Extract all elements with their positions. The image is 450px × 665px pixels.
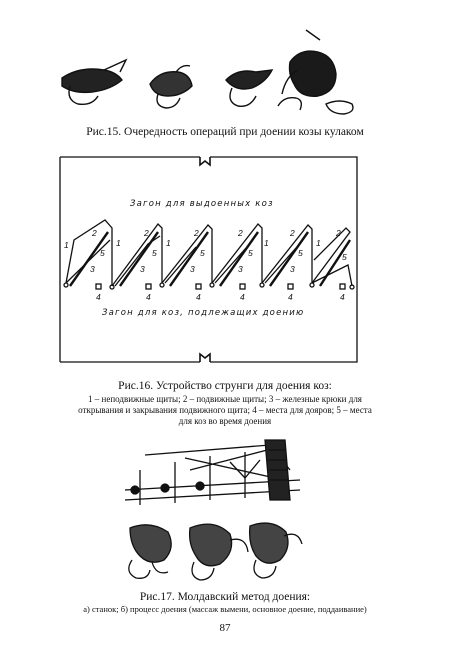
- figure16-legend-line: 1 – неподвижные щиты; 2 – подвижные щиты…: [88, 394, 362, 404]
- plan-number-3: 3: [290, 264, 295, 274]
- plan-number-5: 5: [200, 248, 205, 258]
- figure17-subtitle: а) станок; б) процесс доения (массаж вым…: [83, 604, 367, 614]
- plan-number-5: 5: [152, 248, 157, 258]
- plan-number-5: 5: [342, 252, 347, 262]
- plan-number-3: 3: [140, 264, 145, 274]
- plan-number-4: 4: [240, 292, 245, 302]
- plan-number-3: 3: [190, 264, 195, 274]
- page-number: 87: [219, 622, 231, 634]
- figure16-legend-line: для коз во время доения: [178, 416, 272, 426]
- plan-number-4: 4: [288, 292, 293, 302]
- zone-milked-label: Загон для выдоенных коз: [130, 199, 274, 209]
- plan-number-3: 3: [90, 264, 95, 274]
- plan-number-1: 1: [264, 238, 269, 248]
- plan-number-5: 5: [248, 248, 253, 258]
- plan-number-4: 4: [340, 292, 345, 302]
- plan-number-2: 2: [335, 228, 341, 238]
- plan-number-2: 2: [289, 228, 295, 238]
- plan-number-5: 5: [298, 248, 303, 258]
- figure17-illustration: [124, 439, 303, 581]
- plan-number-2: 2: [193, 228, 199, 238]
- plan-number-1: 1: [116, 238, 121, 248]
- plan-number-3: 3: [238, 264, 243, 274]
- plan-number-1: 1: [316, 238, 321, 248]
- plan-number-2: 2: [91, 228, 97, 238]
- zone-to-milk-label: Загон для коз, подлежащих доению: [102, 308, 305, 318]
- plan-number-4: 4: [96, 292, 101, 302]
- plan-number-1: 1: [64, 240, 69, 250]
- figure17-title: Рис.17. Молдавский метод доения:: [139, 591, 311, 603]
- plan-number-4: 4: [196, 292, 201, 302]
- figure16-title: Рис.16. Устройство струнги для доения ко…: [118, 380, 332, 392]
- figure16-legend-line: открывания и закрывания подвижного щита;…: [78, 405, 372, 415]
- plan-number-4: 4: [146, 292, 151, 302]
- figure15-illustration: [61, 29, 354, 115]
- plan-number-5: 5: [100, 248, 105, 258]
- figure16-plan: 1 2 5 1 3 2 5 1 3 2 5 3 2 5 1 3 2 5 1 3 …: [59, 156, 358, 363]
- plan-number-1: 1: [166, 238, 171, 248]
- figure15-caption: Рис.15. Очередность операций при доении …: [86, 126, 364, 138]
- plan-number-2: 2: [237, 228, 243, 238]
- plan-number-2: 2: [143, 228, 149, 238]
